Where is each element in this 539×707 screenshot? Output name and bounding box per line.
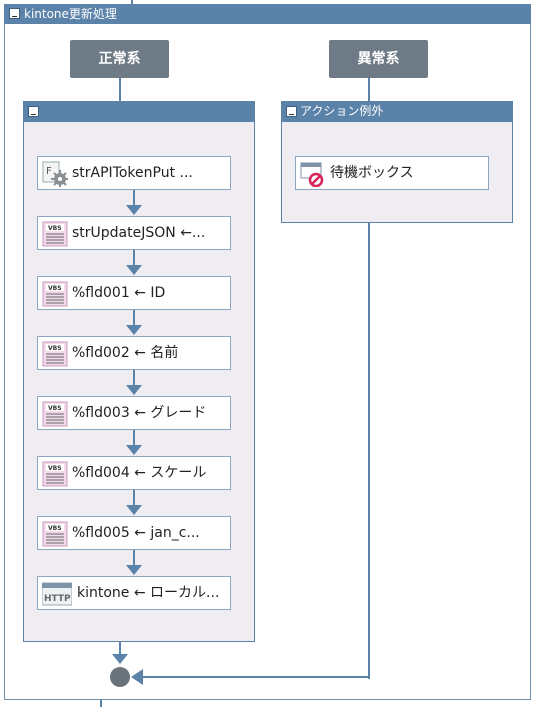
- connector-line: [133, 370, 135, 386]
- vbs-script-icon: VBS: [42, 281, 68, 307]
- join-node: [110, 667, 130, 687]
- flow-titlebar: [4, 4, 531, 24]
- arrow-down-icon: [112, 654, 128, 664]
- svg-text:HTTP: HTTP: [44, 594, 71, 604]
- connector-line: [133, 190, 135, 206]
- step-update-json[interactable]: VBS strUpdateJSON ←...: [37, 216, 231, 250]
- flow-title: kintone更新処理: [24, 7, 117, 21]
- step-label: kintone ← ローカル...: [77, 585, 220, 601]
- function-gear-icon: F: [42, 161, 69, 188]
- step-fld005[interactable]: VBS %fld005 ← jan_c...: [37, 516, 231, 550]
- connector-line: [133, 550, 135, 566]
- arrow-down-icon: [126, 265, 142, 275]
- step-label: strUpdateJSON ←...: [72, 225, 206, 241]
- connector-line: [133, 490, 135, 506]
- vbs-script-icon: VBS: [42, 521, 68, 547]
- step-label: %fld004 ← スケール: [72, 465, 207, 481]
- normal-flow-panel: [23, 101, 255, 642]
- step-fld003[interactable]: VBS %fld003 ← グレード: [37, 396, 231, 430]
- svg-text:VBS: VBS: [48, 525, 62, 532]
- connector-line: [133, 250, 135, 266]
- step-label: %fld003 ← グレード: [72, 405, 207, 421]
- panel-header: [24, 102, 254, 122]
- step-fld001[interactable]: VBS %fld001 ← ID: [37, 276, 231, 310]
- step-label: 待機ボックス: [330, 165, 414, 181]
- step-label: %fld005 ← jan_c...: [72, 525, 200, 541]
- normal-branch-button[interactable]: 正常系: [70, 40, 169, 78]
- step-api-token[interactable]: F strAPITokenPut ...: [37, 156, 231, 190]
- connector-line: [100, 700, 102, 707]
- connector-line: [119, 642, 121, 656]
- vbs-script-icon: VBS: [42, 221, 68, 247]
- wait-box-icon: [300, 161, 326, 188]
- arrow-down-icon: [126, 205, 142, 215]
- step-label: %fld001 ← ID: [72, 285, 166, 301]
- svg-text:VBS: VBS: [48, 285, 62, 292]
- svg-text:VBS: VBS: [48, 345, 62, 352]
- arrow-down-icon: [126, 505, 142, 515]
- step-fld002[interactable]: VBS %fld002 ← 名前: [37, 336, 231, 370]
- connector-line: [133, 310, 135, 326]
- connector-line: [133, 430, 135, 446]
- connector-line: [368, 78, 370, 101]
- http-icon: HTTP: [41, 581, 73, 607]
- connector-line: [368, 223, 370, 679]
- svg-text:VBS: VBS: [48, 405, 62, 412]
- arrow-left-icon: [131, 669, 143, 685]
- vbs-script-icon: VBS: [42, 461, 68, 487]
- connector-line: [140, 676, 370, 678]
- step-label: strAPITokenPut ...: [72, 165, 193, 181]
- vbs-script-icon: VBS: [42, 341, 68, 367]
- svg-text:F: F: [46, 166, 52, 177]
- arrow-down-icon: [126, 385, 142, 395]
- error-branch-button[interactable]: 異常系: [329, 40, 428, 78]
- exception-panel-collapse-button[interactable]: [286, 106, 297, 117]
- arrow-down-icon: [126, 565, 142, 575]
- arrow-down-icon: [126, 445, 142, 455]
- step-wait-box[interactable]: 待機ボックス: [295, 156, 489, 190]
- svg-text:VBS: VBS: [48, 465, 62, 472]
- panel-header: [282, 102, 512, 122]
- step-label: %fld002 ← 名前: [72, 345, 179, 361]
- vbs-script-icon: VBS: [42, 401, 68, 427]
- arrow-down-icon: [126, 325, 142, 335]
- step-kintone-http[interactable]: HTTP kintone ← ローカル...: [37, 576, 231, 610]
- normal-panel-collapse-button[interactable]: [28, 106, 39, 117]
- collapse-button[interactable]: [9, 8, 20, 19]
- svg-text:VBS: VBS: [48, 225, 62, 232]
- connector-line: [119, 78, 121, 101]
- step-fld004[interactable]: VBS %fld004 ← スケール: [37, 456, 231, 490]
- connector-line: [131, 0, 133, 4]
- exception-panel-title: アクション例外: [300, 104, 384, 118]
